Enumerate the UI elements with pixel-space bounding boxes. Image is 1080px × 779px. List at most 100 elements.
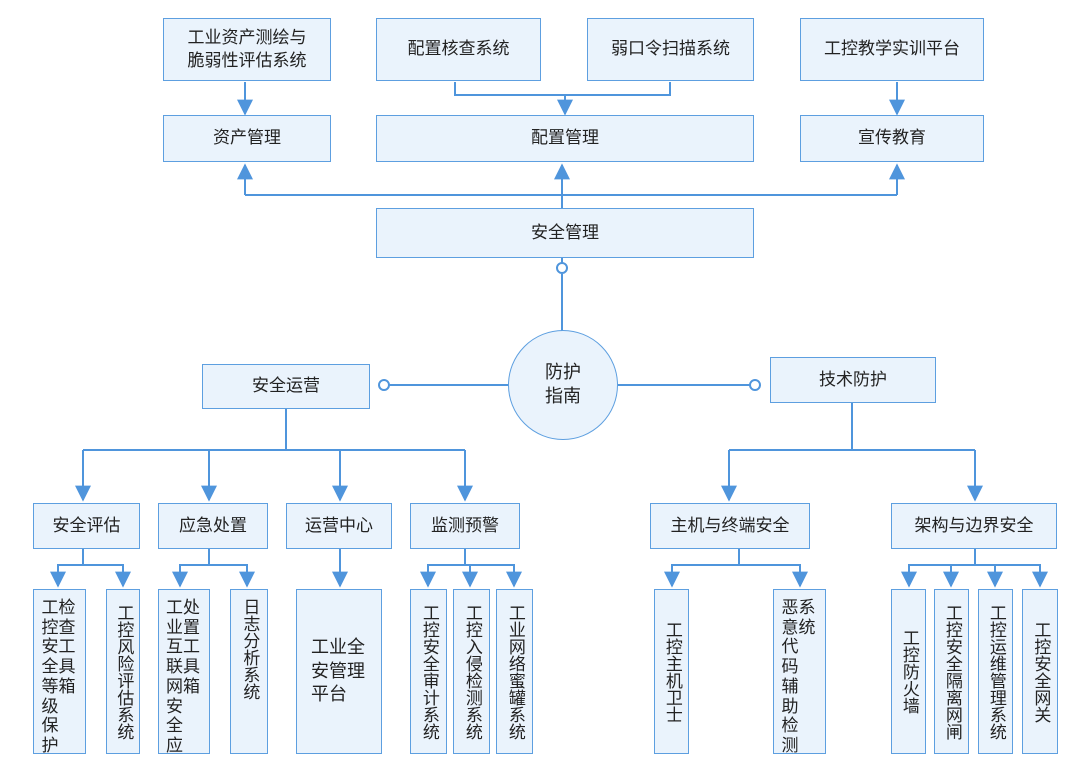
asset-survey-system-box: 工业资产测绘与 脆弱性评估系统 <box>163 18 331 81</box>
industrial-security-platform-box-row-1: 工业全 <box>311 637 365 659</box>
emergency-response-label: 应急处置 <box>179 515 247 536</box>
emergency-toolbox-row-1: 工处 <box>166 598 200 618</box>
training-platform-box: 工控教学实训平台 <box>800 18 984 81</box>
architecture-boundary-security-label: 架构与边界安全 <box>914 515 1034 536</box>
monitoring-warning-label: 监测预警 <box>431 515 499 536</box>
security-gateway-label: 工控安全网关 <box>1030 620 1051 723</box>
emergency-response-box: 应急处置 <box>158 503 268 549</box>
protection-guide-circle: 防护 指南 <box>508 330 618 440</box>
malware-detection-box-row-5: 辅 <box>781 676 799 697</box>
node-dot-tech <box>749 379 761 391</box>
architecture-boundary-security-box: 架构与边界安全 <box>891 503 1057 549</box>
arrow-to-malware <box>739 564 808 588</box>
risk-assessment-system-box: 工控风险评估系统 <box>106 589 140 754</box>
arrow-to-host-guard <box>664 549 740 588</box>
grade-protection-toolbox-row-7: 保 <box>41 716 59 737</box>
risk-assessment-system-label: 工控风险评估系统 <box>113 603 134 740</box>
host-terminal-security-label: 主机与终端安全 <box>670 515 790 536</box>
malware-detection-box-row-7: 检 <box>781 716 799 737</box>
grade-protection-toolbox-row-4: 全具 <box>41 657 76 678</box>
security-operations-label: 安全运营 <box>252 376 320 397</box>
technical-protection-label: 技术防护 <box>819 369 887 390</box>
technical-protection-box: 技术防护 <box>770 357 936 403</box>
asset-management-box: 资产管理 <box>163 115 331 162</box>
weak-password-system-box: 弱口令扫描系统 <box>587 18 754 81</box>
education-box: 宣传教育 <box>800 115 984 162</box>
malware-detection-box-row-2: 意统 <box>781 617 816 638</box>
industrial-security-platform-box: 工业全安管理平台 <box>296 589 382 754</box>
host-terminal-security-box: 主机与终端安全 <box>650 503 810 549</box>
arrow-to-grade-toolbox <box>50 549 84 588</box>
intrusion-detection-system-box: 工控入侵检测系统 <box>453 589 490 754</box>
isolation-gateway-label: 工控安全隔离网闸 <box>941 603 962 740</box>
security-management-box: 安全管理 <box>376 208 754 258</box>
asset-management-label: 资产管理 <box>213 128 281 149</box>
log-analysis-system-label: 日志分析系统 <box>239 598 260 700</box>
emergency-toolbox-row-4: 联具 <box>166 657 200 678</box>
grade-protection-toolbox-row-6: 级 <box>41 696 59 717</box>
node-dot-ops <box>378 379 390 391</box>
security-assessment-box: 安全评估 <box>33 503 140 549</box>
arrow-to-firewall <box>901 549 976 588</box>
grade-protection-toolbox-row-2: 控查 <box>41 617 76 638</box>
honeypot-system-box: 工业网络蜜罐系统 <box>496 589 533 754</box>
security-assessment-label: 安全评估 <box>52 515 121 536</box>
grade-protection-toolbox-row-1: 工检 <box>41 598 76 618</box>
security-audit-system-label: 工控安全审计系统 <box>418 603 439 740</box>
operations-center-label: 运营中心 <box>305 515 373 536</box>
config-check-label: 配置核查系统 <box>407 39 510 60</box>
host-guard-box: 工控主机卫士 <box>654 589 689 754</box>
node-dot-security <box>556 262 568 274</box>
security-audit-system-box: 工控安全审计系统 <box>410 589 447 754</box>
emergency-toolbox-row-3: 互工 <box>166 637 200 658</box>
arrow-to-honeypot <box>465 564 522 588</box>
connector-config-systems <box>454 82 671 96</box>
emergency-toolbox-row-6: 安 <box>166 696 183 717</box>
config-management-label: 配置管理 <box>531 128 599 149</box>
config-management-box: 配置管理 <box>376 115 754 162</box>
host-guard-label: 工控主机卫士 <box>661 620 682 723</box>
operations-center-box: 运营中心 <box>286 503 392 549</box>
intrusion-detection-system-label: 工控入侵检测系统 <box>461 603 482 740</box>
arrow-to-gateway <box>975 564 1048 588</box>
malware-detection-box-row-4: 码 <box>781 657 799 678</box>
weak-password-label: 弱口令扫描系统 <box>611 39 730 60</box>
monitoring-warning-box: 监测预警 <box>410 503 520 549</box>
center-line2: 指南 <box>545 386 581 407</box>
security-gateway-box: 工控安全网关 <box>1022 589 1058 754</box>
security-operations-box: 安全运营 <box>202 364 370 409</box>
center-line1: 防护 <box>545 361 581 383</box>
grade-protection-toolbox: 工检控查安工全具等箱级保护 <box>33 589 86 757</box>
emergency-toolbox-row-2: 业置 <box>166 617 200 638</box>
emergency-toolbox-row-7: 全 <box>166 716 183 737</box>
emergency-toolbox: 工处业置互工联具网箱安全应 <box>158 589 210 757</box>
malware-detection-box-row-8: 测 <box>781 736 799 757</box>
security-management-label: 安全管理 <box>531 222 599 243</box>
ops-management-system-label: 工控运维管理系统 <box>985 603 1006 740</box>
arrow-to-audit <box>420 549 466 588</box>
honeypot-system-label: 工业网络蜜罐系统 <box>504 603 525 740</box>
isolation-gateway-box: 工控安全隔离网闸 <box>934 589 969 754</box>
malware-detection-box-row-1: 恶系 <box>781 598 816 618</box>
malware-detection-box-row-6: 助 <box>781 696 799 717</box>
arrow-to-emergency-toolbox <box>172 549 210 588</box>
malware-detection-box-row-3: 代 <box>781 637 799 658</box>
arrow-to-log-system <box>209 564 255 588</box>
training-label: 工控教学实训平台 <box>824 39 960 60</box>
log-analysis-system-box: 日志分析系统 <box>230 589 268 754</box>
grade-protection-toolbox-row-3: 安工 <box>41 637 76 658</box>
industrial-security-platform-box-row-2: 安管理 <box>311 660 365 682</box>
emergency-toolbox-row-5: 网箱 <box>166 676 200 697</box>
emergency-toolbox-row-8: 应 <box>166 736 183 757</box>
industrial-security-platform-box-row-3: 平台 <box>311 684 347 706</box>
malware-detection-box: 恶系意统代码辅助检测 <box>773 589 826 757</box>
firewall-box: 工控防火墙 <box>891 589 926 754</box>
education-label: 宣传教育 <box>858 128 926 149</box>
grade-protection-toolbox-row-8: 护 <box>41 736 59 757</box>
firewall-label: 工控防火墙 <box>898 629 919 714</box>
grade-protection-toolbox-row-5: 等箱 <box>41 676 76 697</box>
asset-survey-line1: 工业资产测绘与 <box>187 27 307 48</box>
ops-management-system-box: 工控运维管理系统 <box>978 589 1013 754</box>
